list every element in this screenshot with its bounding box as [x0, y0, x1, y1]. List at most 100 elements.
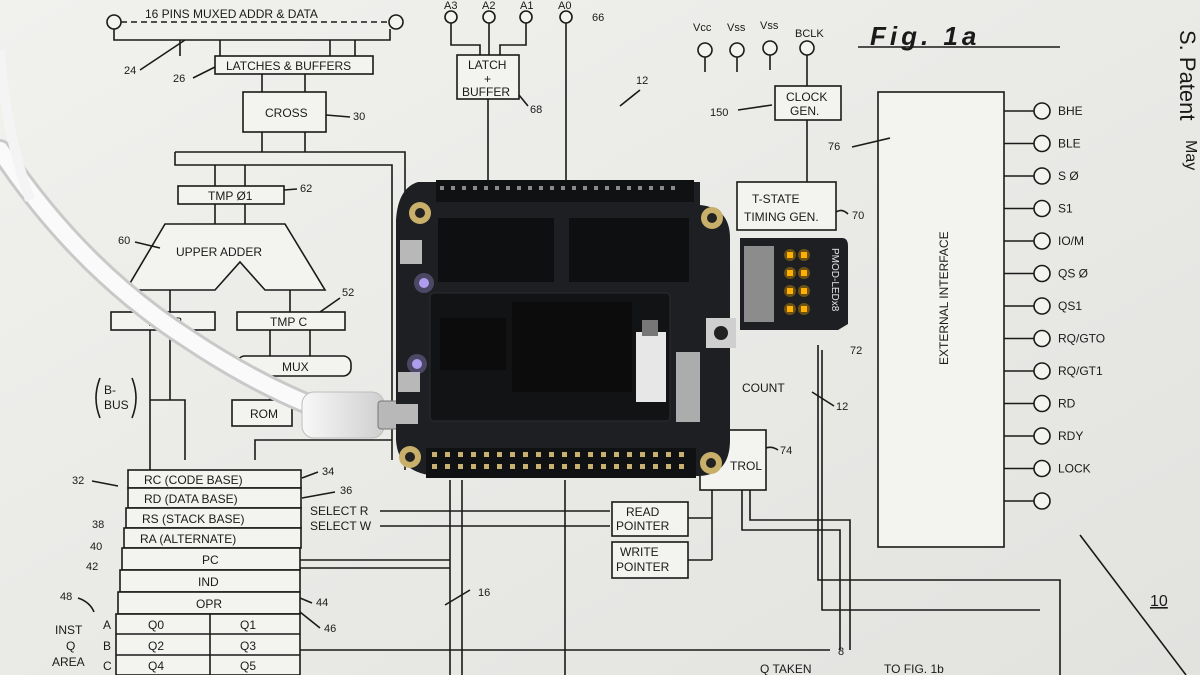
svg-text:Vss: Vss [727, 22, 746, 34]
header-pin [523, 452, 528, 457]
top-header-pin [583, 186, 587, 190]
ext-pin-label: LOCK [1058, 462, 1091, 476]
ext-pin-label: IO/M [1058, 234, 1084, 248]
svg-text:CROSS: CROSS [265, 106, 308, 120]
svg-text:62: 62 [300, 183, 312, 195]
header-pin [471, 464, 476, 469]
header-pin [510, 464, 515, 469]
svg-text:34: 34 [322, 466, 334, 478]
svg-text:+: + [484, 72, 491, 86]
svg-text:Q1: Q1 [240, 618, 256, 632]
ext-pin-circle [1033, 167, 1051, 185]
svg-text:Q TAKEN: Q TAKEN [760, 662, 812, 675]
svg-text:38: 38 [92, 519, 104, 531]
top-header-pin [671, 186, 675, 190]
pmod-label: PMOD-LEDx8 [829, 248, 840, 312]
header-pin [640, 464, 645, 469]
header-pin [536, 452, 541, 457]
svg-text:24: 24 [124, 65, 136, 77]
ext-pin-circle [1033, 394, 1051, 413]
header-pin [497, 452, 502, 457]
svg-text:48: 48 [60, 591, 72, 603]
svg-text:Q5: Q5 [240, 659, 256, 673]
top-header-pin [473, 186, 477, 190]
svg-text:RD (DATA BASE): RD (DATA BASE) [144, 492, 238, 506]
svg-text:26: 26 [173, 73, 185, 85]
header-pin [432, 452, 437, 457]
ext-pin-circle [1033, 297, 1051, 315]
header-pin [601, 464, 606, 469]
header-pin [627, 464, 632, 469]
svg-text:30: 30 [353, 111, 365, 123]
svg-text:SELECT W: SELECT W [310, 519, 372, 533]
led [801, 306, 807, 312]
svg-text:RS (STACK BASE): RS (STACK BASE) [142, 512, 244, 526]
top-bus-label: 16 PINS MUXED ADDR & DATA [145, 7, 318, 21]
ext-pin-label: S Ø [1058, 169, 1079, 183]
led [787, 306, 793, 312]
ext-pin-label: RQ/GT1 [1058, 364, 1103, 378]
usb-cable [0, 49, 401, 439]
pmod-led-module: PMOD-LEDx8 [740, 238, 848, 330]
svg-text:COUNT: COUNT [742, 381, 785, 395]
top-header-pin [440, 186, 444, 190]
ext-pin-circle [1033, 264, 1051, 283]
svg-text:Q2: Q2 [148, 639, 164, 653]
ext-pin-circle [1033, 232, 1051, 250]
ext-pin-circle [1033, 459, 1051, 478]
top-header-pin [517, 186, 521, 190]
header-pin [536, 464, 541, 469]
svg-text:32: 32 [72, 475, 84, 487]
upper-adder-shape [124, 223, 327, 291]
top-header-pin [649, 186, 653, 190]
svg-text:44: 44 [316, 597, 328, 609]
patent-header: S. Patent [1175, 30, 1200, 121]
header-pin [575, 464, 580, 469]
top-header-pin [605, 186, 609, 190]
header-pin [666, 464, 671, 469]
tmp-c-box [236, 311, 346, 331]
ext-pin-label: RDY [1058, 429, 1083, 443]
header-pin [575, 452, 580, 457]
svg-text:IND: IND [198, 575, 219, 589]
svg-text:Q: Q [66, 639, 75, 653]
top-header-pin [638, 186, 642, 190]
header-pin [549, 452, 554, 457]
svg-text:TMP C: TMP C [270, 315, 307, 329]
svg-text:CLOCK: CLOCK [786, 90, 827, 104]
ext-pin-circle [1033, 329, 1051, 348]
svg-text:OPR: OPR [196, 597, 222, 611]
svg-text:12: 12 [836, 401, 848, 413]
led [787, 270, 793, 276]
svg-text:70: 70 [852, 210, 864, 222]
led [801, 288, 807, 294]
svg-text:ROM: ROM [250, 407, 278, 421]
top-header-pin [506, 186, 510, 190]
header-pin [484, 452, 489, 457]
svg-text:BUS: BUS [104, 398, 129, 412]
svg-text:RA (ALTERNATE): RA (ALTERNATE) [140, 532, 236, 546]
header-pin [614, 452, 619, 457]
header-pin [445, 464, 450, 469]
ext-pin-circle [1033, 102, 1051, 120]
led [801, 270, 807, 276]
led [787, 288, 793, 294]
svg-text:TROL: TROL [730, 459, 762, 473]
svg-text:76: 76 [828, 141, 840, 153]
header-pin [484, 464, 489, 469]
top-header-pin [484, 186, 488, 190]
t-state-box [736, 181, 837, 231]
header-pin [640, 452, 645, 457]
svg-text:10: 10 [1150, 593, 1168, 610]
top-header-pin [495, 186, 499, 190]
header-pin [627, 452, 632, 457]
svg-text:66: 66 [592, 12, 604, 24]
header-pin [653, 464, 658, 469]
svg-text:UPPER ADDER: UPPER ADDER [176, 245, 262, 259]
header-pin [562, 464, 567, 469]
fpga-board [396, 180, 736, 478]
svg-text:B-: B- [104, 383, 116, 397]
